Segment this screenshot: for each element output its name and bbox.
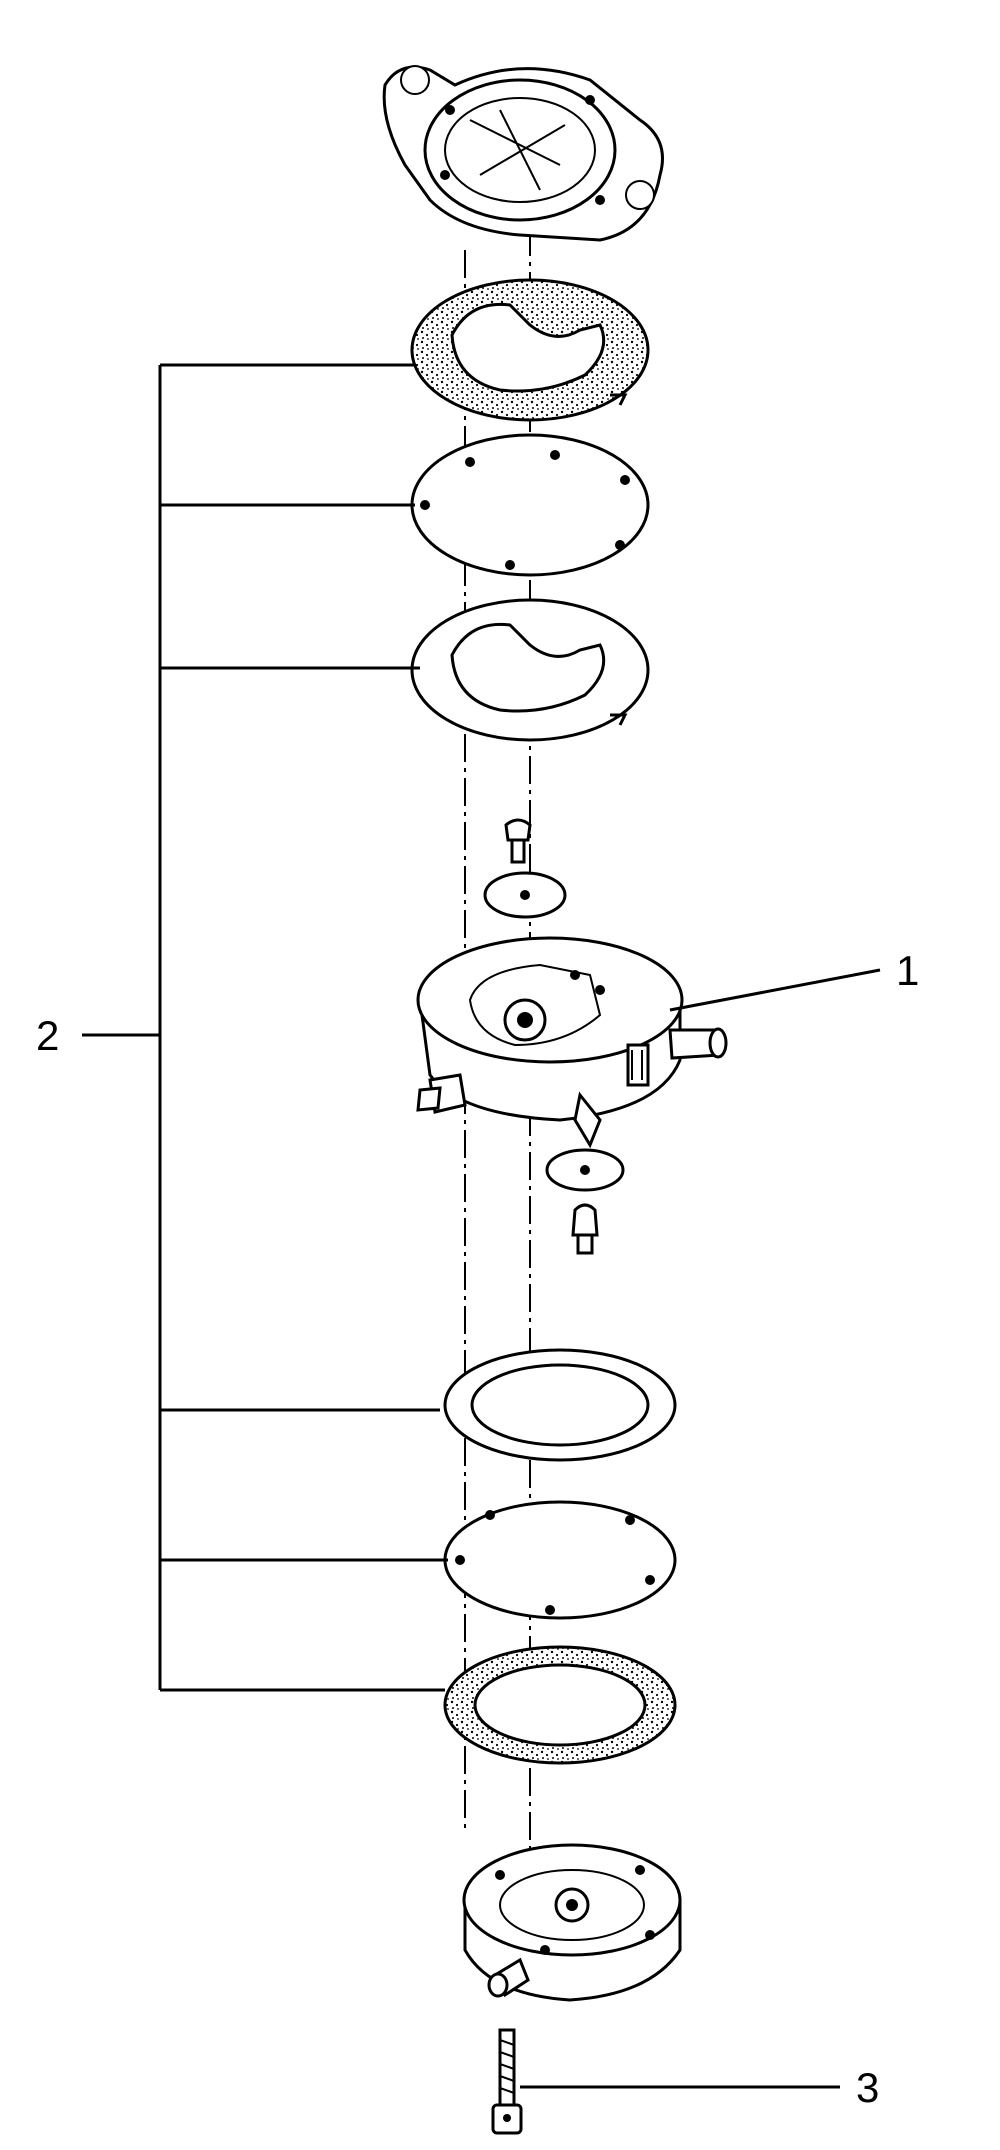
upper-gasket xyxy=(410,278,650,422)
callout-label-3: 3 xyxy=(856,2064,879,2111)
callout-label-1: 1 xyxy=(896,947,919,994)
lower-stippled-gasket xyxy=(443,1645,677,1765)
pump-body xyxy=(416,936,728,1149)
upper-valve-parts xyxy=(483,818,567,919)
top-cover xyxy=(382,65,664,242)
middle-upper-gasket xyxy=(410,598,650,742)
bottom-cover xyxy=(462,1843,682,2002)
callout-leaders xyxy=(520,968,881,2089)
lower-valve-parts xyxy=(545,1148,625,1255)
callout-label-2: 2 xyxy=(36,1012,59,1059)
screw xyxy=(491,2028,523,2135)
lower-diaphragm xyxy=(443,1500,677,1620)
callout-bracket xyxy=(82,363,448,1692)
upper-diaphragm xyxy=(410,433,650,577)
lower-ring-gasket xyxy=(443,1348,677,1462)
